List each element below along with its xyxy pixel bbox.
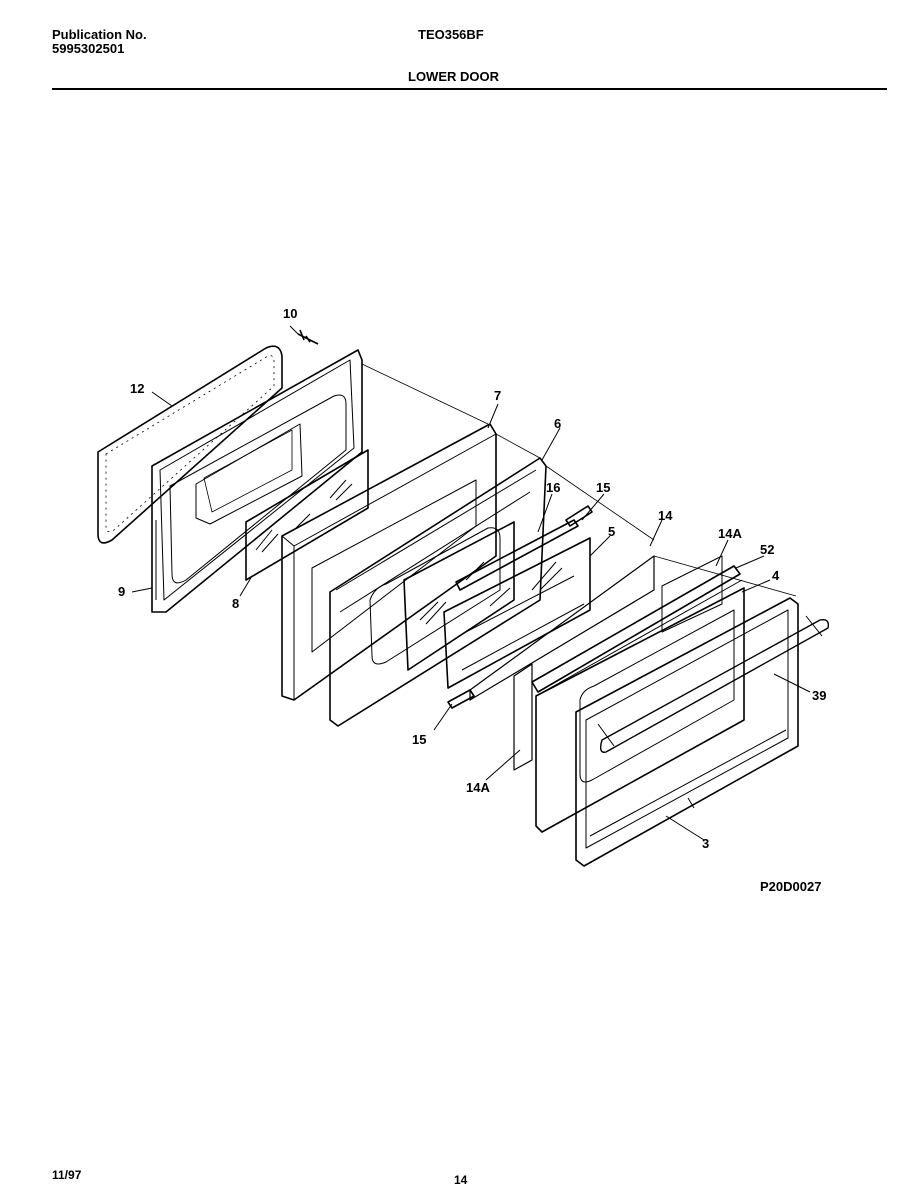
part-12-gasket xyxy=(97,345,283,544)
callout-16: 16 xyxy=(546,480,560,495)
part-8-glass xyxy=(245,449,369,581)
callout-6: 6 xyxy=(554,416,561,431)
page-number: 14 xyxy=(454,1173,468,1187)
corner-text: ------ -- xyxy=(812,0,844,6)
callout-8: 8 xyxy=(232,596,239,611)
part-9-door-liner xyxy=(151,349,363,613)
alignment-lines xyxy=(361,363,797,597)
callout-7: 7 xyxy=(494,388,501,403)
part-16-window-trim xyxy=(455,519,579,591)
callout-15: 15 xyxy=(596,480,610,495)
part-4-glass-panel xyxy=(535,587,745,833)
part-3-outer-door xyxy=(575,597,830,867)
part-10-screw xyxy=(297,329,319,345)
callout-14: 14 xyxy=(658,508,673,523)
part-7-insulation xyxy=(281,423,497,701)
part-15-clip-upper xyxy=(565,505,593,527)
callout-12: 12 xyxy=(130,381,144,396)
publication-number: 5995302501 xyxy=(52,41,125,56)
model-number: TEO356BF xyxy=(418,27,484,42)
callout-9: 9 xyxy=(118,584,125,599)
callout-52: 52 xyxy=(760,542,774,557)
publication-label: Publication No. xyxy=(52,27,147,42)
part-5-glass-frame xyxy=(443,537,591,689)
callout-10: 10 xyxy=(283,306,297,321)
part-14a-panel xyxy=(513,555,723,771)
leader-lines xyxy=(131,325,811,841)
callout-14a: 14A xyxy=(718,526,742,541)
callout-14a: 14A xyxy=(466,780,490,795)
callout-5: 5 xyxy=(608,524,615,539)
section-title: LOWER DOOR xyxy=(408,69,499,84)
part-52-channel xyxy=(531,565,743,697)
callout-15: 15 xyxy=(412,732,426,747)
callout-4: 4 xyxy=(772,568,780,583)
footer-date: 11/97 xyxy=(52,1168,82,1182)
part-14-insulation xyxy=(469,555,655,701)
callout-39: 39 xyxy=(812,688,826,703)
part-glass-pane xyxy=(403,521,515,671)
callout-3: 3 xyxy=(702,836,709,851)
header-rule xyxy=(52,88,887,90)
diagram-code: P20D0027 xyxy=(760,879,822,894)
